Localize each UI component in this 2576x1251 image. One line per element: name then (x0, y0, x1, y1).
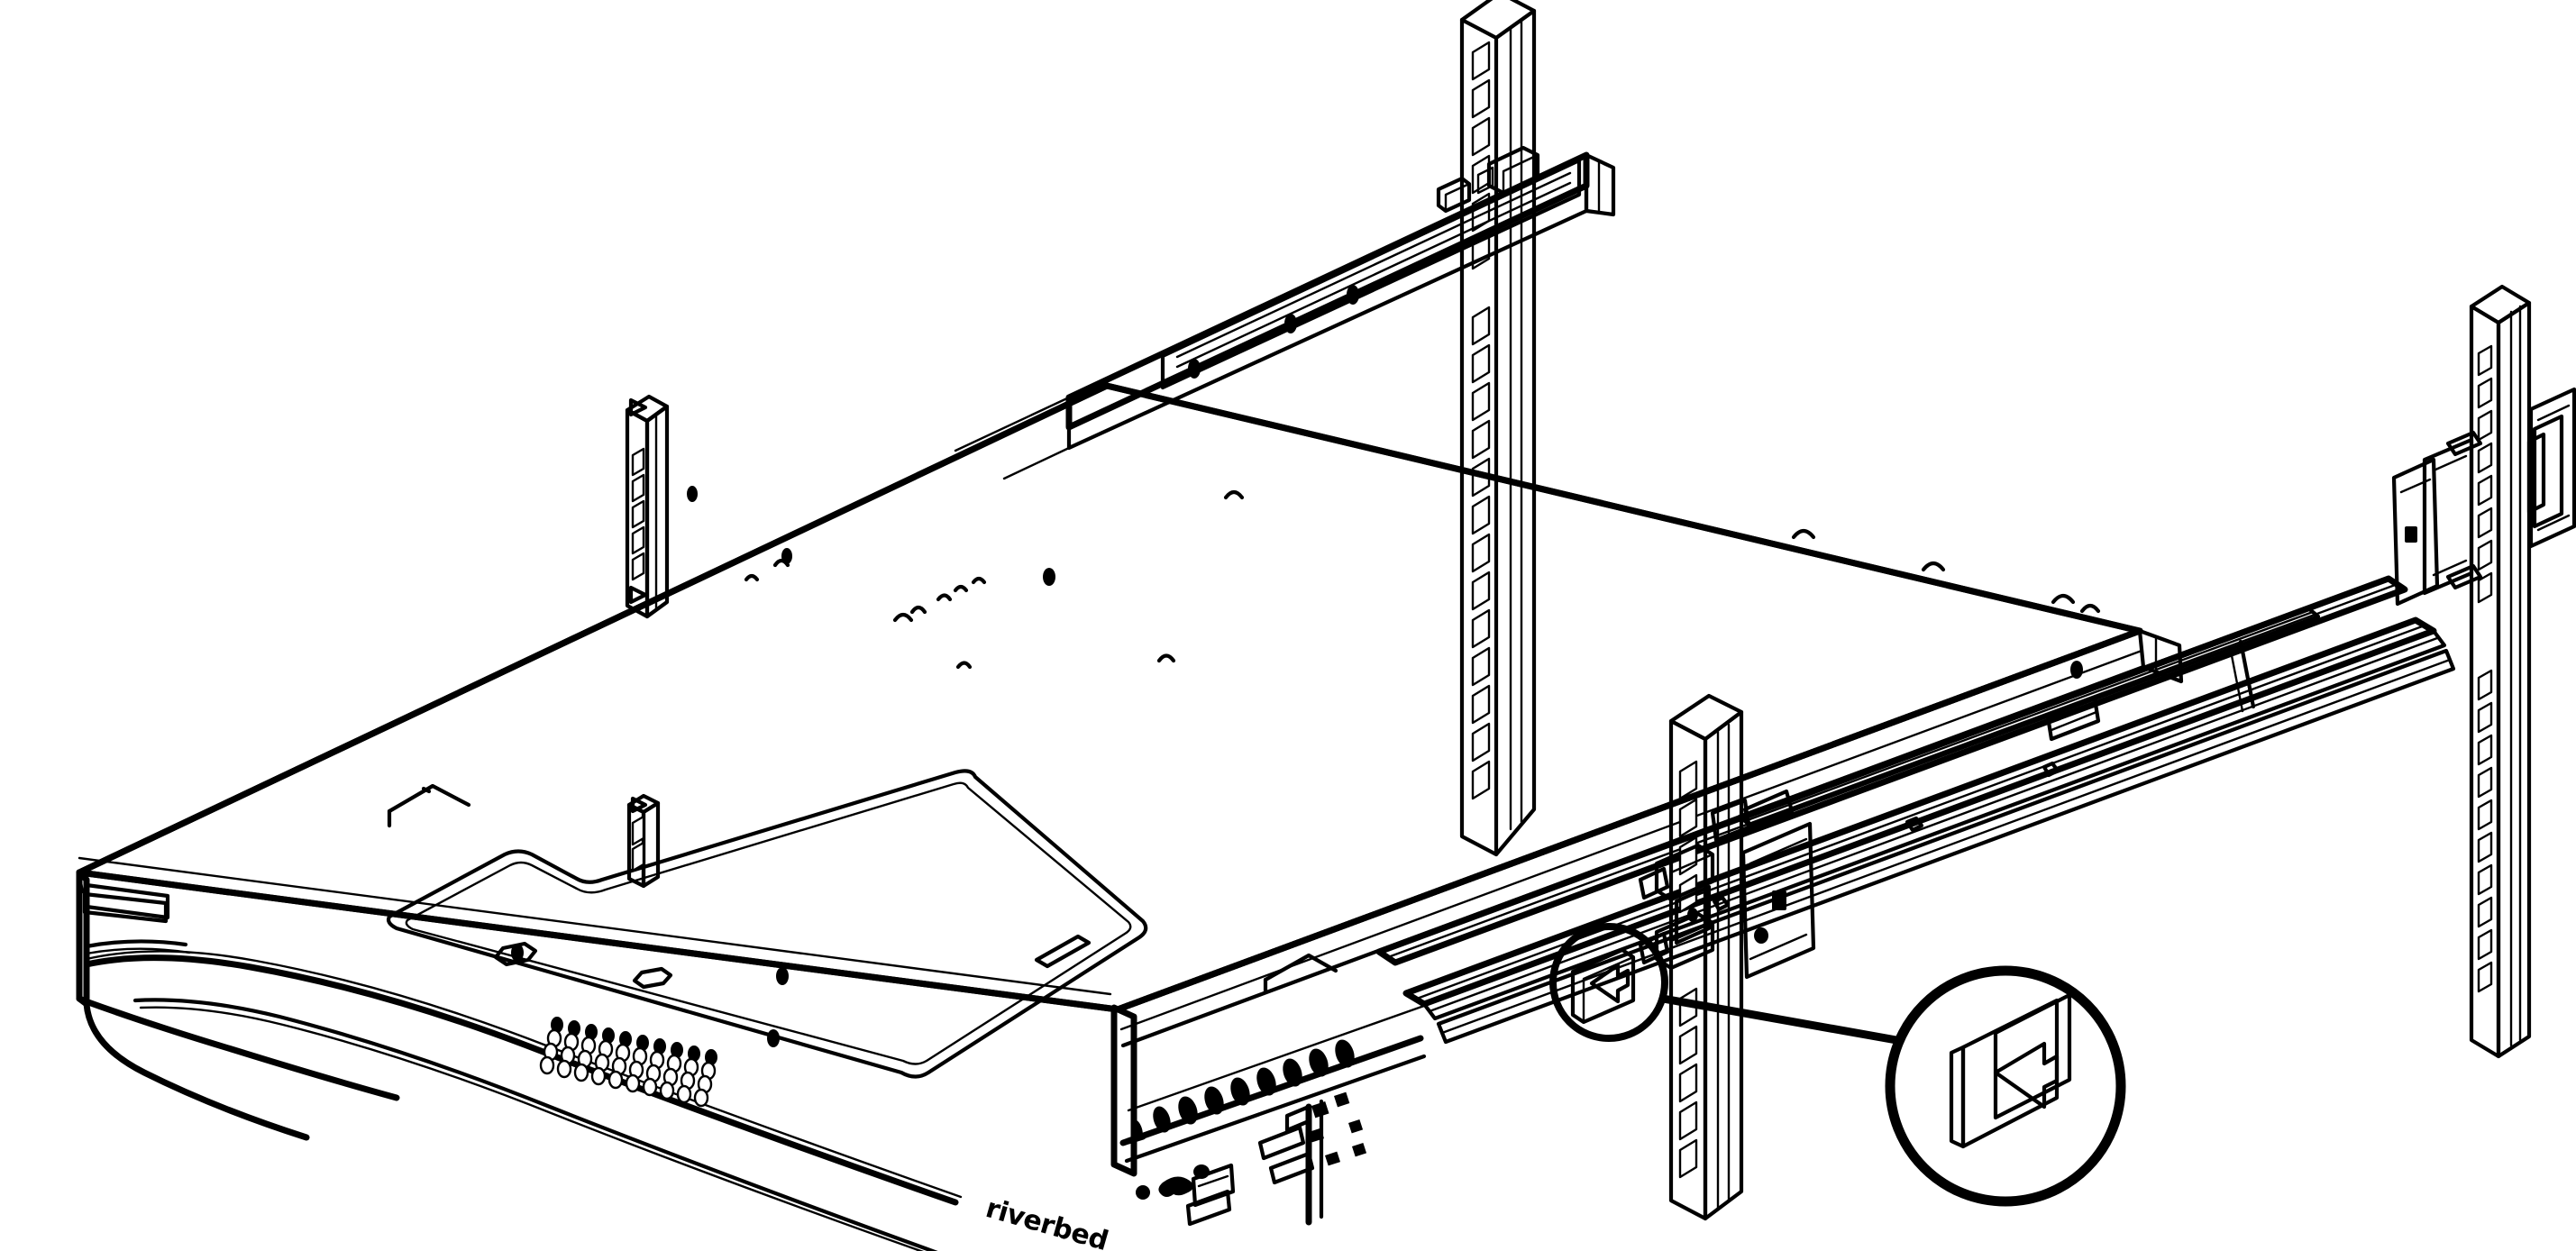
bezel-hex-feature-1 (493, 941, 538, 967)
rear-right-post-holes (2477, 344, 2493, 993)
front-usb-port (1191, 1163, 1236, 1208)
front-status-leds (1136, 1164, 1210, 1200)
chassis-top-details (78, 486, 2101, 1079)
post-holes-lower (1471, 306, 1491, 800)
rear-rail-bracket (2391, 430, 2483, 607)
top-screw-left (687, 486, 698, 502)
top-screw-left2 (781, 548, 792, 564)
front-right-post (1638, 693, 1816, 1221)
detail-circle-outline (1885, 965, 2126, 1207)
top-screw-center (1043, 568, 1055, 586)
latch-arrow-left-icon (1993, 1041, 2060, 1109)
mid-left-post-fragment (626, 793, 661, 889)
rail-screw-2 (1284, 314, 1297, 333)
latch-icon-small (1570, 947, 1636, 1025)
rail-slot-mid (2045, 696, 2101, 742)
top-screw-front-a (776, 967, 789, 985)
bezel-vent-grid (539, 1017, 717, 1108)
rail-screw-3 (1188, 359, 1201, 379)
bezel-hex-feature-2 (632, 966, 673, 990)
callout-source-circle (1549, 923, 1668, 1042)
front-left-post-holes (631, 447, 645, 581)
rear-bracket-plate (2526, 387, 2576, 549)
callout-leader-line (1662, 994, 1897, 1045)
front-left-post (625, 394, 670, 619)
callout-detail-circle (1885, 965, 2126, 1207)
chassis-edge-overlays (76, 382, 2143, 1013)
rear-left-slide-rail (954, 145, 1616, 480)
rear-right-post (2391, 284, 2576, 1059)
front-right-post-holes (1678, 760, 1698, 1179)
chassis-front-panel (1110, 1004, 1427, 1227)
rail-screw-1 (1347, 285, 1359, 305)
latch-icon-large (1949, 992, 2072, 1149)
front-bracket-plate (1740, 789, 1816, 980)
